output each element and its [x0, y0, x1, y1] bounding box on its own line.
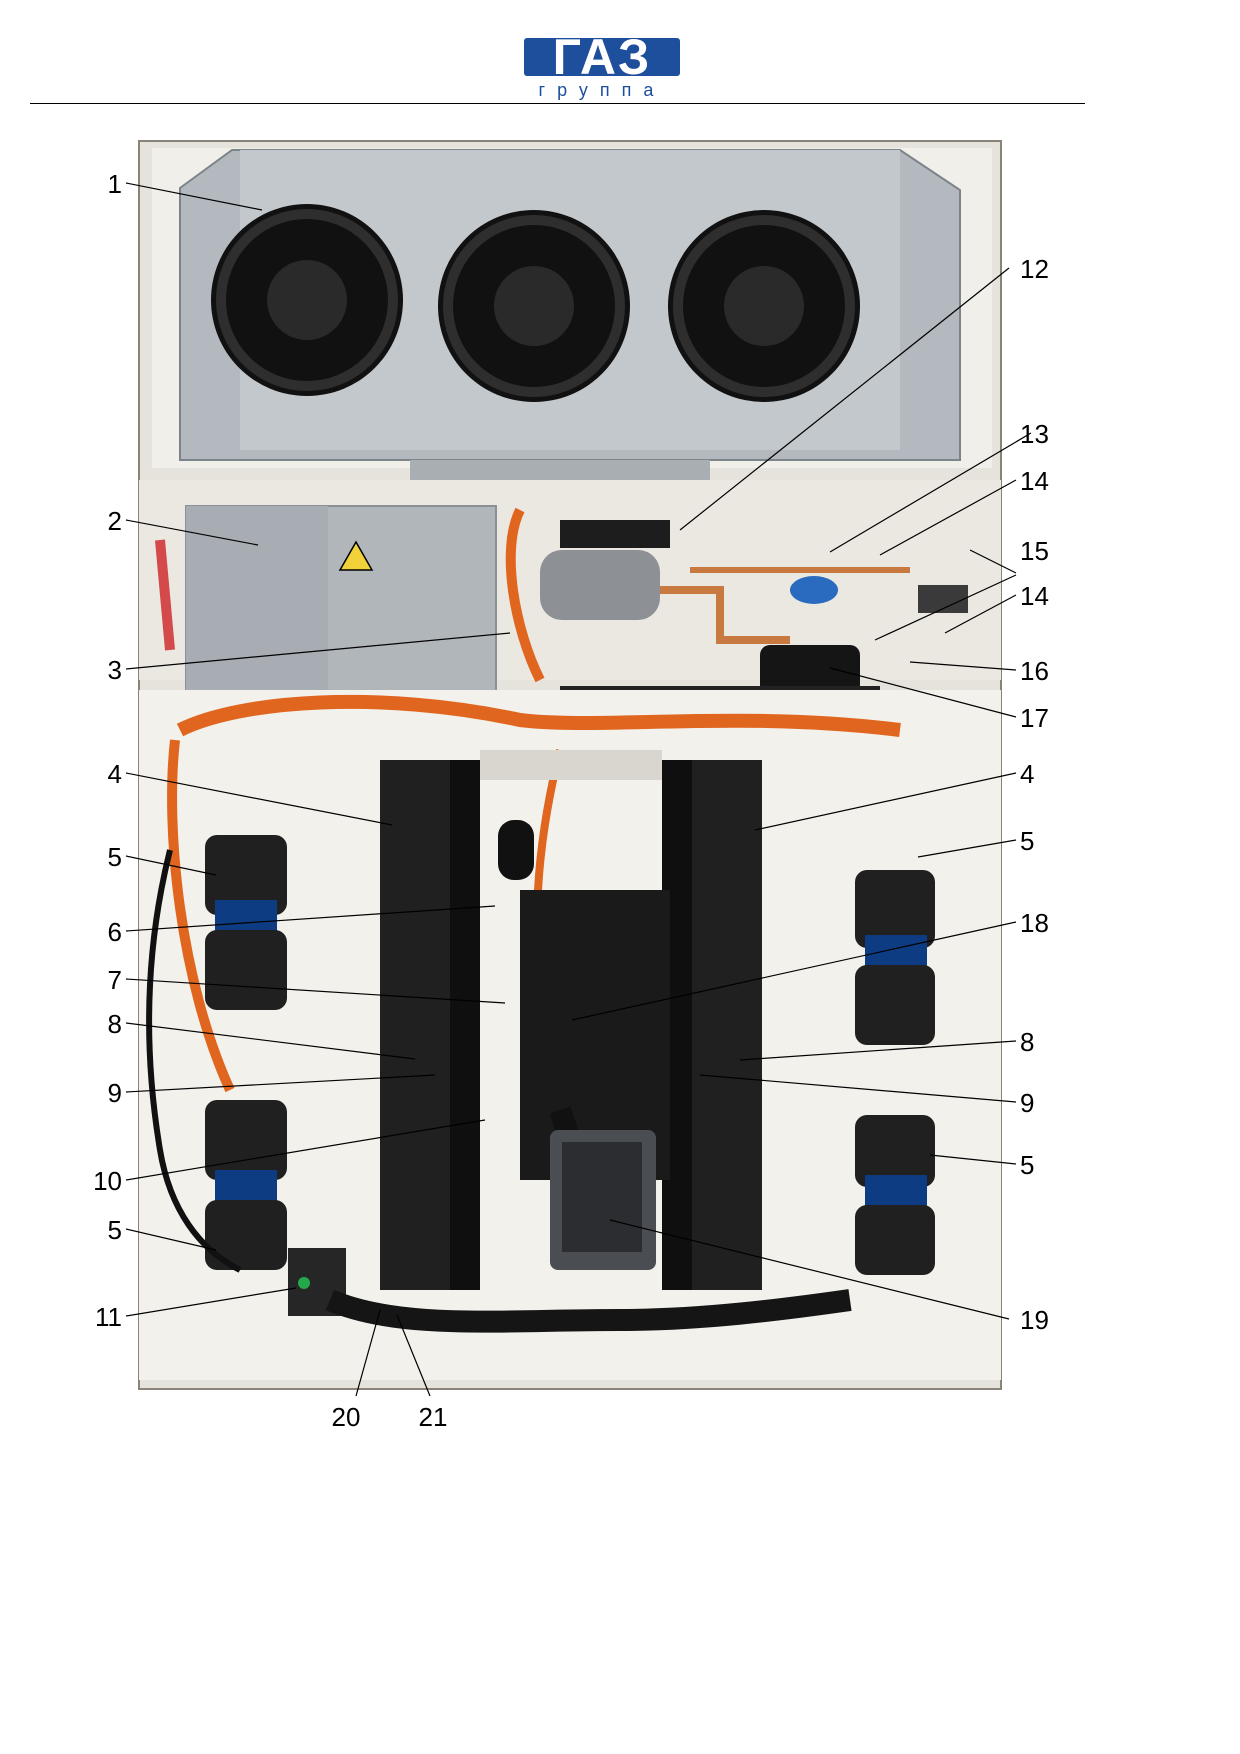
callout-14-upper: 14	[1020, 466, 1049, 496]
callout-5-right-lower: 5	[1020, 1150, 1034, 1180]
callout-17: 17	[1020, 703, 1049, 733]
header-divider	[30, 103, 1085, 104]
gaz-group-logo: ГАЗ группа	[522, 29, 682, 104]
callout-8-left: 8	[108, 1009, 122, 1039]
unit-figure: 1 2 3 4 4 5 5 5 5 6 7 8 8 9 9 10 11 12 1…	[0, 130, 1240, 1460]
compressor-section	[139, 480, 1001, 702]
callout-14-lower: 14	[1020, 581, 1049, 611]
blower-left-lower	[205, 1100, 287, 1270]
condenser-fan-1	[211, 204, 403, 396]
page-header: ГАЗ группа	[0, 0, 1240, 110]
callout-5-left-upper: 5	[108, 842, 122, 872]
condenser-panel	[152, 148, 992, 482]
callout-8-right: 8	[1020, 1027, 1034, 1057]
callout-19: 19	[1020, 1305, 1049, 1335]
callout-4-right: 4	[1020, 759, 1034, 789]
figure-canvas: 1 2 3 4 4 5 5 5 5 6 7 8 8 9 9 10 11 12 1…	[93, 140, 1049, 1432]
high-voltage-warning-icon	[338, 540, 374, 571]
leader-lines	[125, 182, 1032, 1397]
callout-15: 15	[1020, 536, 1049, 566]
callout-11: 11	[95, 1302, 122, 1332]
gaz-logo-mark	[524, 38, 680, 76]
logo-subtitle: группа	[538, 80, 666, 100]
blower-right-lower	[855, 1115, 935, 1275]
callout-12: 12	[1020, 254, 1049, 284]
logo-wordmark: ГАЗ	[552, 29, 652, 85]
callout-6: 6	[108, 917, 122, 947]
callout-21: 21	[419, 1402, 448, 1432]
callout-5-right-upper: 5	[1020, 826, 1034, 856]
callout-13: 13	[1020, 419, 1049, 449]
unit-photo	[138, 140, 1002, 1390]
callout-labels: 1 2 3 4 4 5 5 5 5 6 7 8 8 9 9 10 11 12 1…	[93, 169, 1049, 1432]
callout-16: 16	[1020, 656, 1049, 686]
callout-1: 1	[108, 169, 122, 199]
callout-10: 10	[93, 1166, 122, 1196]
callout-4-left: 4	[108, 759, 122, 789]
callout-2: 2	[108, 506, 122, 536]
callout-5-left-lower: 5	[108, 1215, 122, 1245]
condenser-fan-2	[438, 210, 630, 402]
callout-3: 3	[108, 655, 122, 685]
condenser-fan-3	[668, 210, 860, 402]
callout-9-left: 9	[108, 1078, 122, 1108]
evaporator-section	[139, 690, 1001, 1380]
callout-20: 20	[332, 1402, 361, 1432]
blower-right-upper	[855, 870, 935, 1045]
callout-9-right: 9	[1020, 1088, 1034, 1118]
callout-18: 18	[1020, 908, 1049, 938]
blower-left-upper	[205, 835, 287, 1010]
callout-7: 7	[108, 965, 122, 995]
